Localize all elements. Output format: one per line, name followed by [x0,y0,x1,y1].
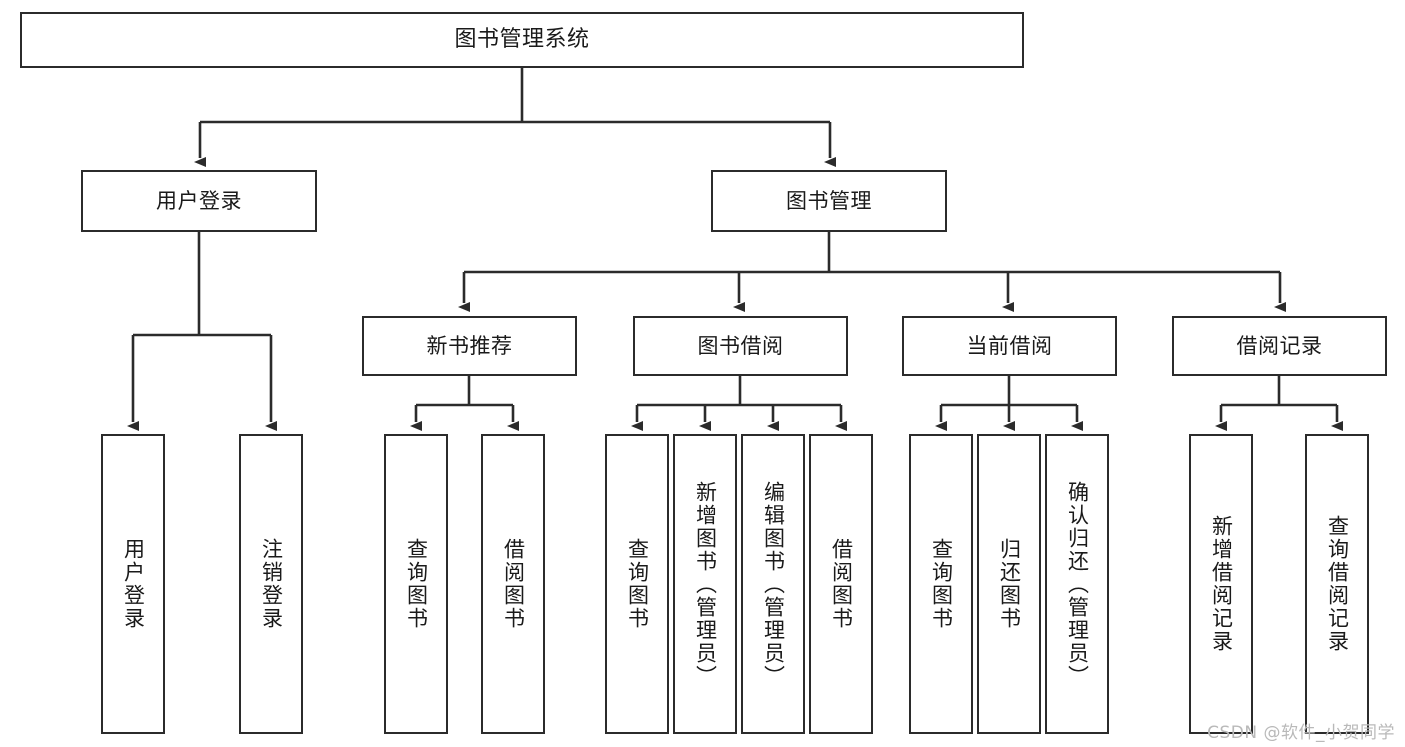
node-label: 新增图书（管理员） [693,480,718,688]
node-leaf-add-borrow-record[interactable]: 新增借阅记录 [1189,434,1253,734]
node-label: 借阅图书 [829,538,854,630]
node-borrowing-record[interactable]: 借阅记录 [1172,316,1387,376]
node-label: 注销登录 [259,538,284,630]
node-label: 编辑图书（管理员） [761,480,786,688]
node-label: 图书管理系统 [454,26,590,52]
node-label: 当前借阅 [966,333,1053,358]
node-leaf-query-book-current[interactable]: 查询图书 [909,434,973,734]
node-new-book-recommendation[interactable]: 新书推荐 [362,316,577,376]
node-label: 用户登录 [121,538,146,630]
node-book-borrowing[interactable]: 图书借阅 [633,316,848,376]
node-label: 查询图书 [929,538,954,630]
node-leaf-query-borrow-record[interactable]: 查询借阅记录 [1305,434,1369,734]
node-label: 查询图书 [404,538,429,630]
node-leaf-user-login[interactable]: 用户登录 [101,434,165,734]
node-book-management[interactable]: 图书管理 [711,170,947,232]
node-label: 图书管理 [786,188,872,213]
node-label: 归还图书 [997,538,1022,630]
node-label: 查询图书 [625,538,650,630]
node-leaf-query-book-borrow[interactable]: 查询图书 [605,434,669,734]
node-current-borrowing[interactable]: 当前借阅 [902,316,1117,376]
node-label: 确认归还（管理员） [1065,480,1090,688]
watermark-text: CSDN @软件_小贺同学 [1207,723,1395,743]
node-leaf-edit-book-admin[interactable]: 编辑图书（管理员） [741,434,805,734]
node-user-login[interactable]: 用户登录 [81,170,317,232]
node-leaf-logout[interactable]: 注销登录 [239,434,303,734]
node-label: 借阅图书 [501,538,526,630]
node-label: 用户登录 [156,188,242,213]
node-leaf-add-book-admin[interactable]: 新增图书（管理员） [673,434,737,734]
node-leaf-return-book[interactable]: 归还图书 [977,434,1041,734]
node-root-book-management-system[interactable]: 图书管理系统 [20,12,1024,68]
node-leaf-query-book-recommend[interactable]: 查询图书 [384,434,448,734]
node-label: 借阅记录 [1236,333,1323,358]
node-label: 查询借阅记录 [1325,515,1350,653]
node-leaf-confirm-return-admin[interactable]: 确认归还（管理员） [1045,434,1109,734]
node-label: 新书推荐 [426,333,513,358]
node-leaf-borrow-book-recommend[interactable]: 借阅图书 [481,434,545,734]
node-label: 新增借阅记录 [1209,515,1234,653]
node-leaf-borrow-book[interactable]: 借阅图书 [809,434,873,734]
node-label: 图书借阅 [697,333,784,358]
